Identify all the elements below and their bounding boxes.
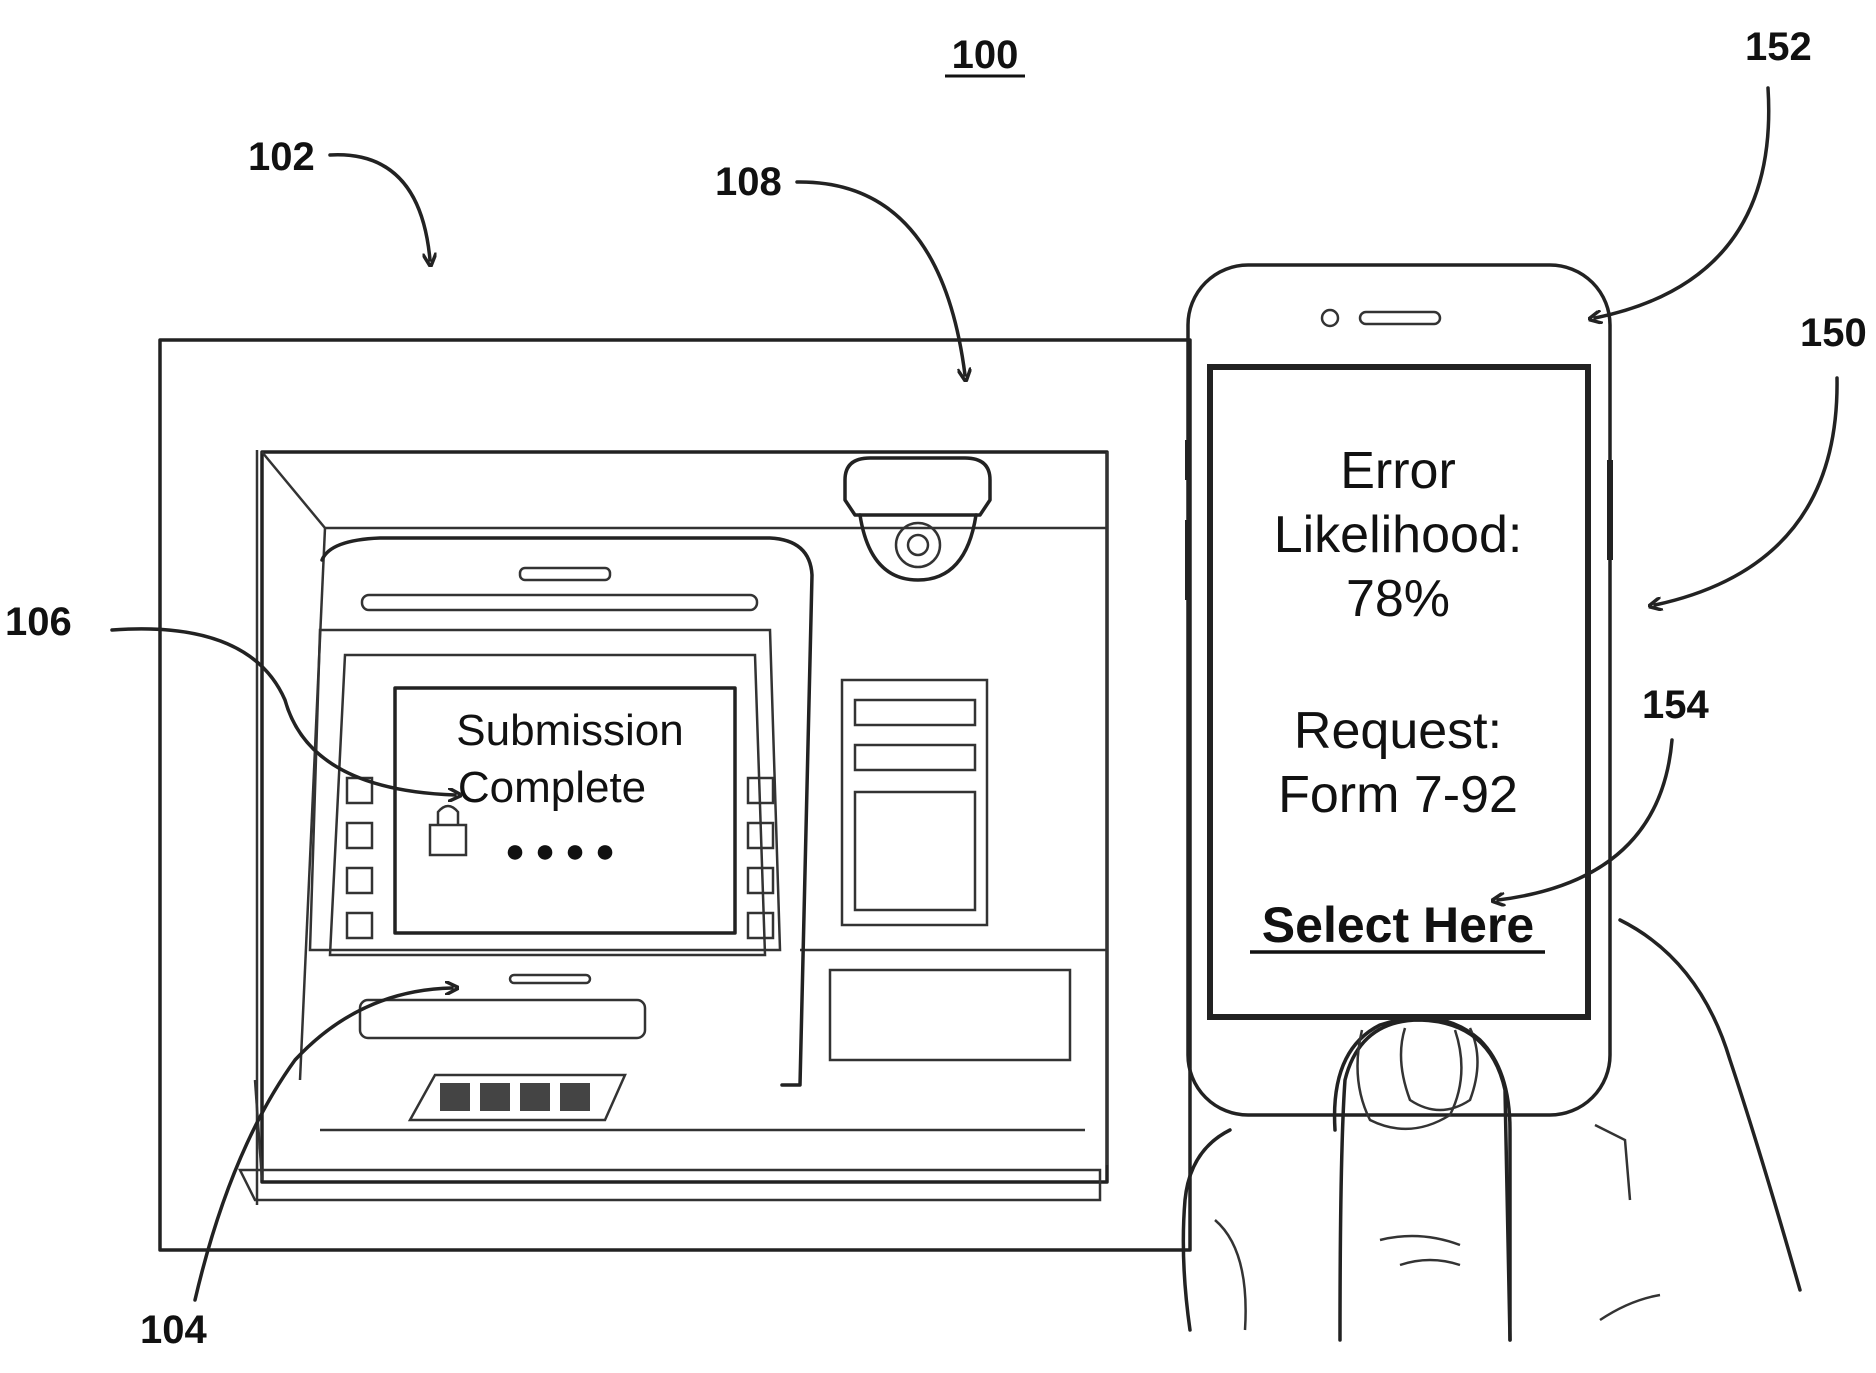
camera-icon — [845, 458, 990, 580]
thumb — [1340, 1020, 1510, 1340]
svg-text:150: 150 — [1800, 311, 1867, 355]
svg-text:102: 102 — [248, 135, 315, 179]
phone-line-1: Error — [1340, 442, 1456, 500]
keypad-icon — [410, 1075, 625, 1120]
label-102: 102 — [248, 135, 430, 260]
lock-icon — [430, 806, 466, 855]
label-150: 150 — [1655, 311, 1867, 605]
phone-line-3: 78% — [1346, 570, 1450, 628]
label-108: 108 — [715, 160, 965, 375]
phone-line-2: Likelihood: — [1274, 506, 1523, 564]
cash-slot — [360, 975, 645, 1038]
svg-text:106: 106 — [5, 600, 72, 644]
svg-text:108: 108 — [715, 160, 782, 204]
svg-text:104: 104 — [140, 1308, 207, 1352]
phone-line-4: Request: — [1294, 702, 1502, 760]
svg-text:100: 100 — [952, 33, 1019, 77]
atm-side-panel — [830, 680, 1070, 1060]
pin-mask: ● ● ● ● — [505, 832, 615, 870]
svg-text:154: 154 — [1642, 683, 1709, 727]
svg-text:Select Here: Select Here — [1262, 897, 1534, 953]
atm-screen: Submission Complete ● ● ● ● — [395, 688, 735, 933]
phone-line-5: Form 7-92 — [1278, 766, 1518, 824]
figure-number: 100 — [945, 33, 1025, 77]
screen-line-1: Submission — [456, 706, 683, 755]
svg-text:152: 152 — [1745, 25, 1812, 69]
screen-line-2: Complete — [458, 763, 646, 812]
select-here-link[interactable]: Select Here — [1250, 897, 1545, 953]
label-152: 152 — [1595, 25, 1812, 318]
